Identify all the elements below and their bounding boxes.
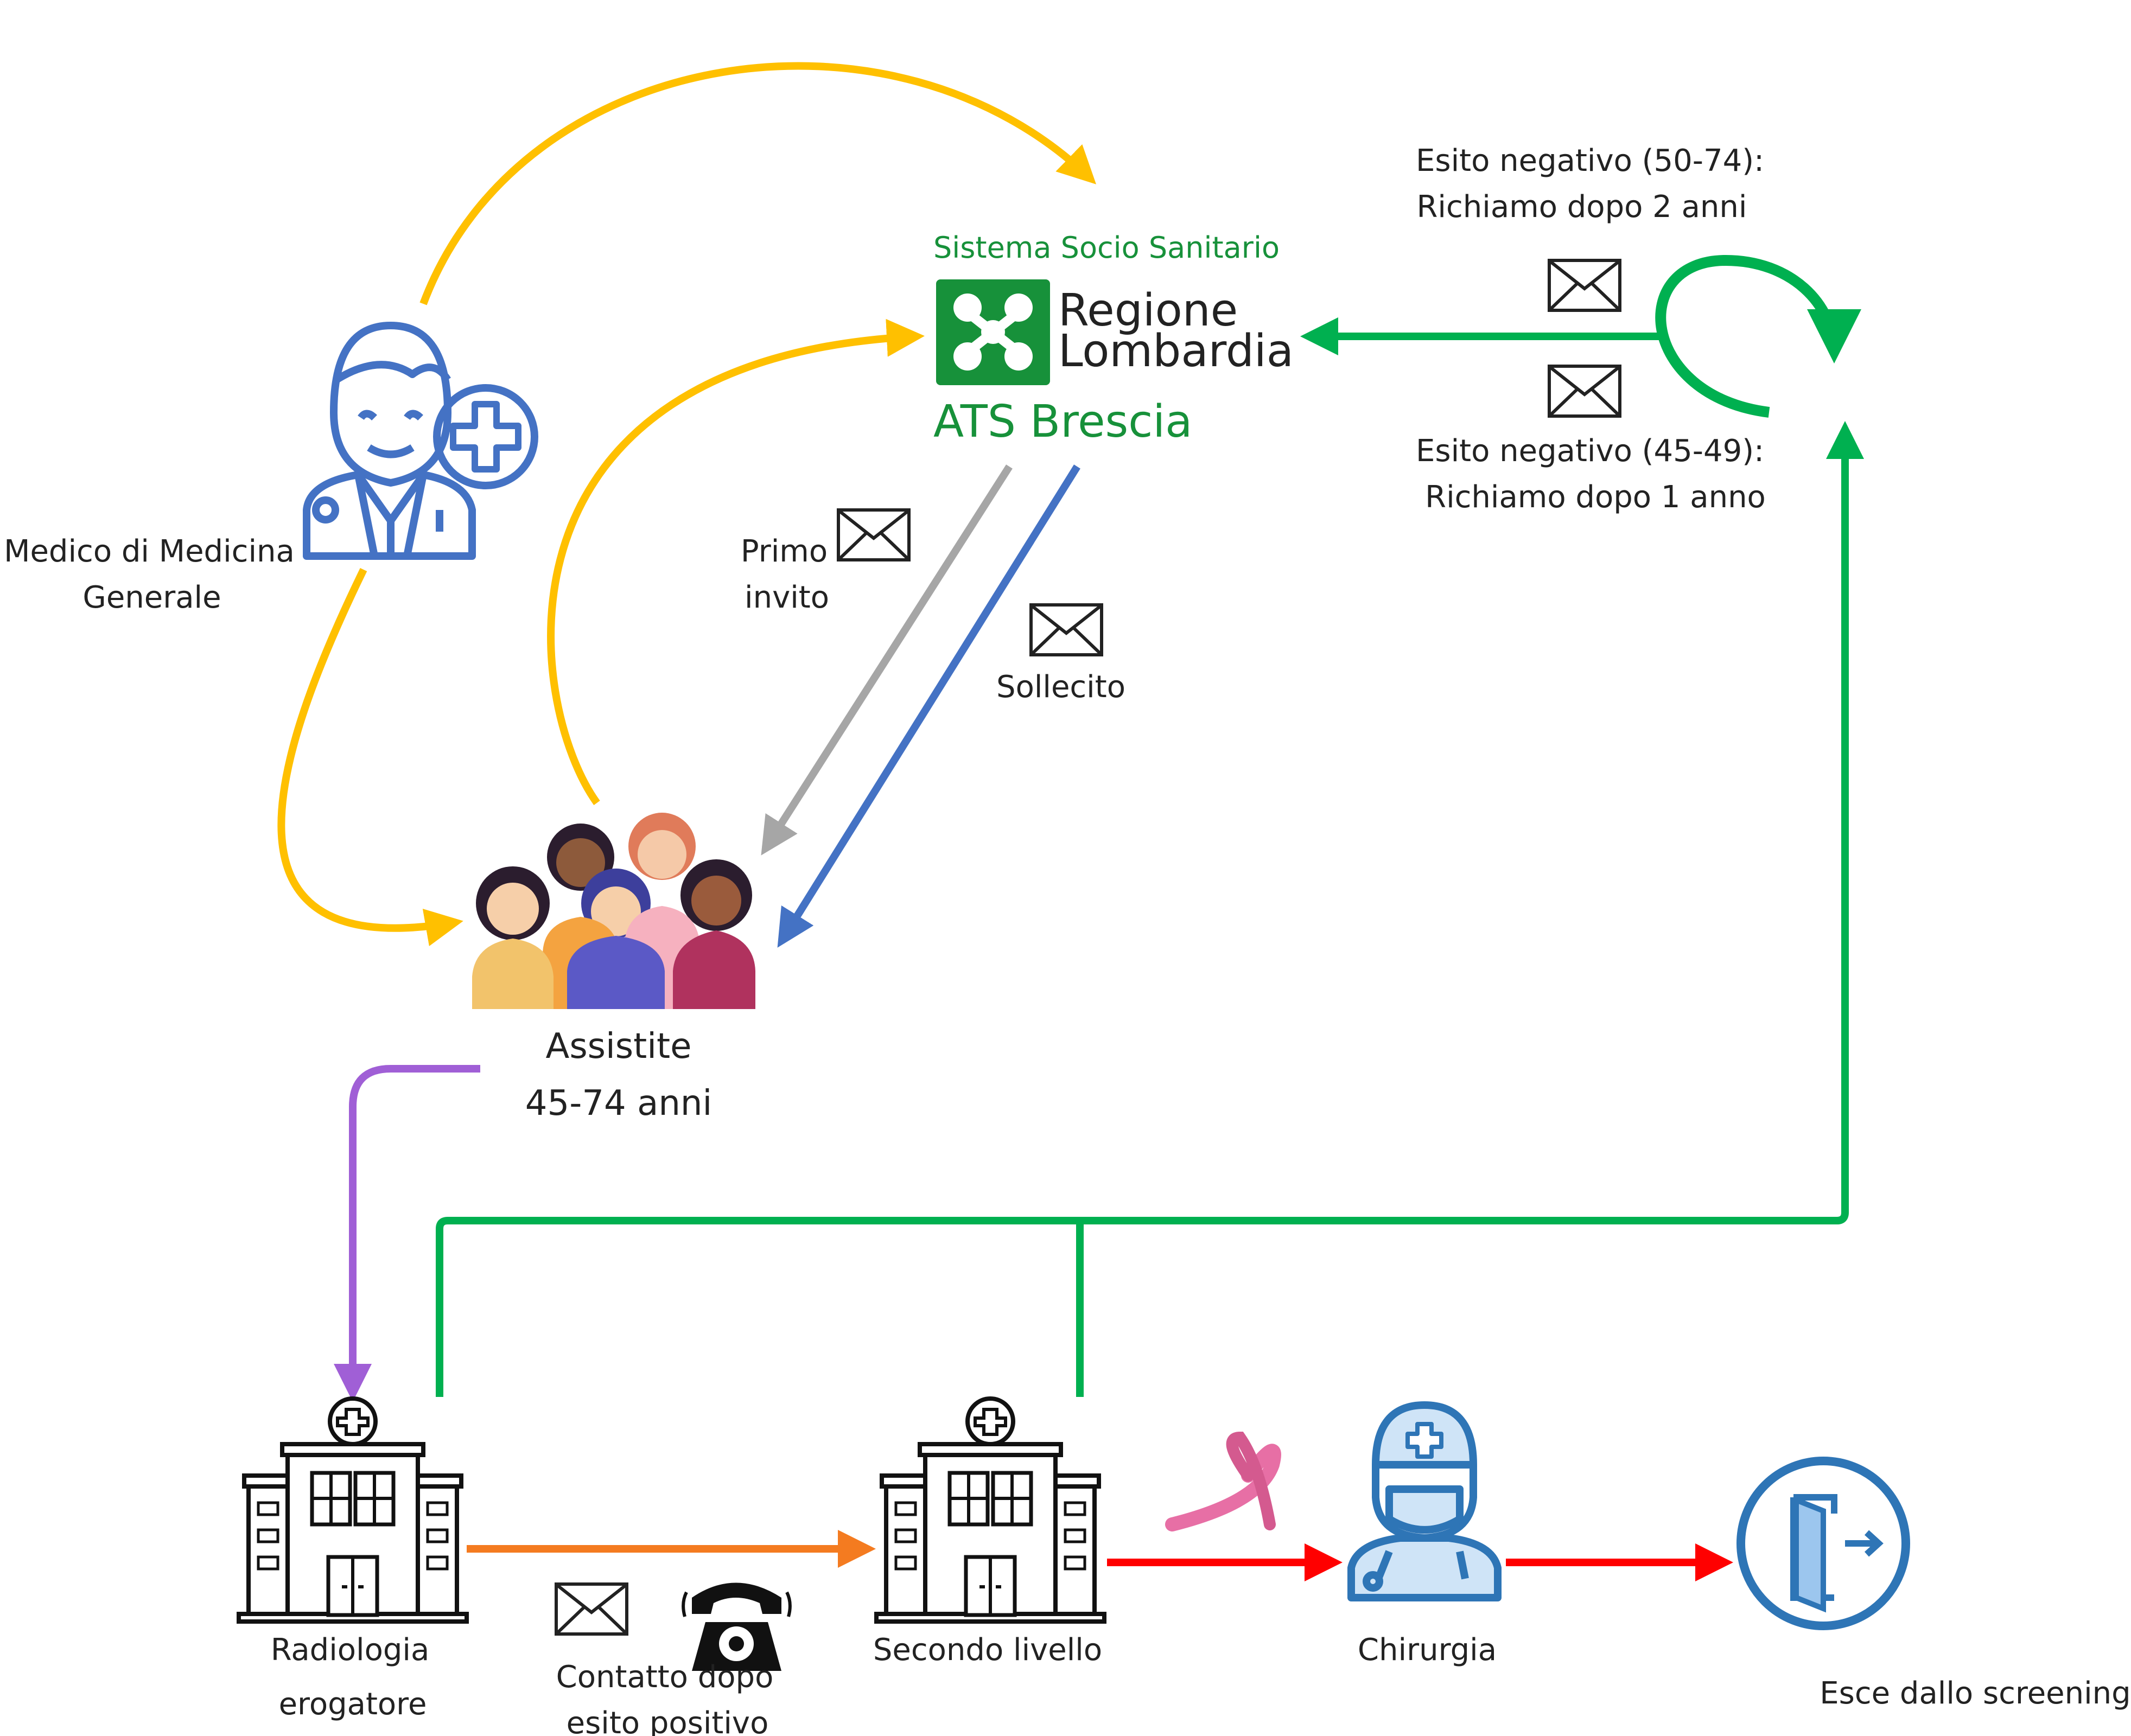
- edge-assistite-to-radiologia: [334, 1065, 480, 1402]
- primo-label-line1: Primo: [741, 534, 828, 569]
- logo-ats: ATS Brescia: [933, 396, 1192, 448]
- gp-label-line1: Medico di Medicina: [4, 534, 295, 569]
- edge-gp-to-ats: [419, 62, 1097, 305]
- neg45-label-line1: Esito negativo (45-49):: [1416, 433, 1764, 469]
- sollecito-label: Sollecito: [996, 669, 1125, 705]
- mail-icon-sollecito: [1031, 605, 1102, 655]
- chirurgia-label: Chirurgia: [1358, 1632, 1497, 1668]
- esce-label: Esce dallo screening: [1820, 1676, 2130, 1711]
- logo-top-text: Sistema Socio Sanitario: [933, 231, 1280, 265]
- neg45-label-line2: Richiamo dopo 1 anno: [1425, 480, 1766, 515]
- edge-results-to-cycle: [436, 421, 1864, 1397]
- mail-icon-neg50: [1549, 260, 1620, 310]
- exit-door-icon: [1736, 1457, 1910, 1630]
- mail-icon-primo: [838, 510, 909, 560]
- edge-gp-to-assistite: [277, 567, 463, 947]
- neg50-label-line2: Richiamo dopo 2 anni: [1417, 189, 1747, 225]
- mail-icon-contatto: [556, 1584, 627, 1634]
- ats-logo: Sistema Socio Sanitario Regione Lombardi…: [933, 231, 1294, 448]
- logo-line2: Lombardia: [1058, 326, 1294, 377]
- logo-line1: Regione: [1058, 285, 1238, 336]
- assistite-label-line2: 45-74 anni: [525, 1083, 712, 1124]
- neg50-label-line1: Esito negativo (50-74):: [1416, 143, 1764, 178]
- edge-sollecito: [777, 464, 1080, 948]
- gp-doctor-icon: [303, 322, 538, 560]
- hospital-secondo-icon: [876, 1399, 1104, 1622]
- cycle-arrow: [1655, 254, 1861, 418]
- edge-primo-invito: [761, 464, 1013, 856]
- surgeon-icon: [1347, 1401, 1502, 1601]
- secondo-label: Secondo livello: [873, 1632, 1102, 1668]
- primo-label-line2: invito: [745, 580, 829, 615]
- radiologia-label-line1: Radiologia: [271, 1632, 430, 1668]
- pink-ribbon-icon: [1165, 1431, 1281, 1531]
- contatto-label-line2: esito positivo: [567, 1706, 769, 1736]
- logo-mark-icon: [953, 293, 1033, 371]
- mail-icon-neg45: [1549, 366, 1620, 416]
- assistite-label-line1: Assistite: [546, 1026, 692, 1067]
- gp-label-line2: Generale: [82, 580, 221, 615]
- contatto-label-line1: Contatto dopo: [556, 1660, 774, 1695]
- telephone-icon: [682, 1582, 792, 1671]
- radiologia-label-line2: erogatore: [279, 1687, 427, 1722]
- hospital-radiologia-icon: [239, 1399, 467, 1622]
- edge-assistite-to-ats: [547, 318, 925, 806]
- women-group-icon: [472, 813, 755, 1009]
